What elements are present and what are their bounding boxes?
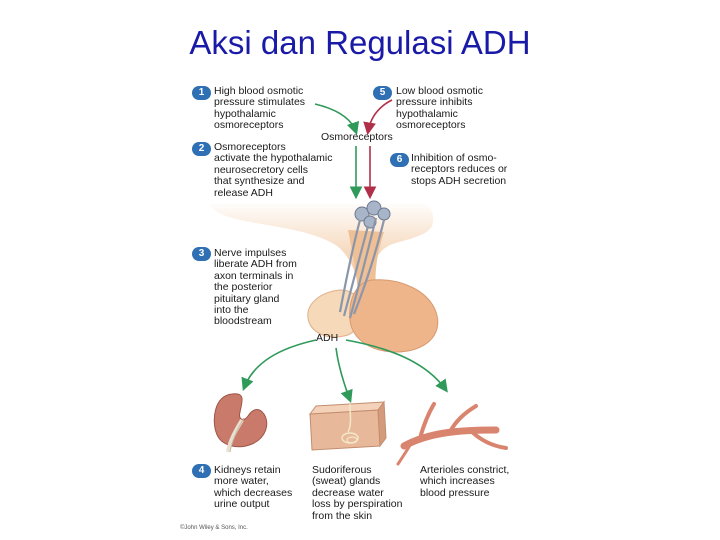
step-4-badge: 4 [192,464,211,478]
slide-title: Aksi dan Regulasi ADH [189,24,531,61]
step-3-badge: 3 [192,247,211,261]
arrow-step5-to-osmoreceptors [363,99,393,136]
step-1-badge: 1 [192,86,211,100]
anterior-pituitary [349,279,439,353]
brain-region [208,196,432,204]
step-5-text: Low blood osmotic pressure inhibits hypo… [396,85,483,132]
arrow-adh-to-arterioles [345,339,448,393]
step-2-badge: 2 [192,142,211,156]
step-4-text: Kidneys retain more water, which decreas… [214,464,293,511]
adh-label: ADH [316,332,339,344]
sweat-gland-illustration [308,400,387,451]
arrow-adh-to-sweat [335,347,353,403]
step-5-badge: 5 [373,86,392,100]
neurosecretory-cells [338,200,391,319]
step-3-text: Nerve impulses liberate ADH from axon te… [214,247,297,328]
step-2-text: Osmoreceptors activate the hypothalamic … [214,141,333,199]
step-6-text: Inhibition of osmo- receptors reduces or… [411,152,508,187]
copyright-notice: ©John Wiley & Sons, Inc. [180,525,248,531]
osmoreceptors-label: Osmoreceptors [321,131,393,143]
arrow-adh-to-kidney [241,339,317,391]
step-1-text: High blood osmotic pressure stimulates h… [214,85,306,132]
arterioles-text: Arterioles constrict, which increases bl… [420,464,510,499]
sweat-glands-text: Sudoriferous (sweat) glands decrease wat… [312,464,403,522]
step-6-badge: 6 [390,153,409,167]
arterioles-illustration [396,402,508,466]
kidney-illustration [213,393,268,453]
arrow-step1-to-osmoreceptors [314,103,360,136]
